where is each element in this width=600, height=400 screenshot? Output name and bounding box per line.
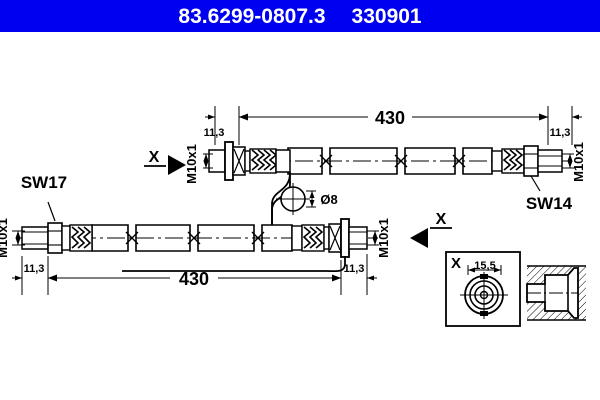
part-number-label: 83.6299-0807.3 xyxy=(178,4,326,28)
lower-left-crimp xyxy=(69,224,93,252)
upper-left-thread-text: M10x1 xyxy=(184,144,199,184)
lower-right-crimp xyxy=(301,224,325,252)
lower-right-fitting: M10x1 xyxy=(291,218,391,258)
upper-left-thread-callout: M10x1 xyxy=(184,144,199,184)
upper-right-thread-text: M10x1 xyxy=(571,142,586,182)
upper-right-crimp xyxy=(501,148,525,174)
connecting-bracket xyxy=(271,172,291,218)
lower-length-text: 430 xyxy=(179,269,209,289)
technical-drawing-canvas: 430 11,3 11,3 xyxy=(0,32,600,400)
cross-section-detail xyxy=(526,265,586,321)
lower-section-marker-right: X xyxy=(410,211,452,248)
drawing-svg: 430 11,3 11,3 xyxy=(0,106,586,327)
lower-length-dimension: 430 11,3 11,3 xyxy=(12,254,377,295)
lower-hose-body xyxy=(20,224,378,252)
lower-left-offset-text: 11,3 xyxy=(24,263,45,275)
lower-left-wrench-text: SW17 xyxy=(21,173,67,192)
upper-right-wrench-text: SW14 xyxy=(526,194,573,213)
upper-right-fitting: M10x1 SW14 xyxy=(491,142,586,213)
lower-support-strap xyxy=(122,256,346,273)
bracket-hole-detail: Ø8 xyxy=(276,183,338,215)
upper-right-offset-text: 11,3 xyxy=(550,127,571,139)
lower-right-thread-text: M10x1 xyxy=(376,218,391,258)
drawing-number-label: 330901 xyxy=(351,4,422,28)
detail-view-x: X 15,5 xyxy=(445,251,521,327)
lower-right-offset-text: 11,3 xyxy=(344,263,365,275)
lower-left-thread-text: M10x1 xyxy=(0,218,10,258)
lower-section-x-text: X xyxy=(436,211,447,228)
upper-left-crimp xyxy=(249,148,278,174)
upper-left-offset-text: 11,3 xyxy=(204,127,225,139)
bracket-strap xyxy=(271,172,291,225)
upper-section-marker-left: X xyxy=(144,149,186,175)
upper-length-text: 430 xyxy=(375,108,405,128)
lower-left-fitting: M10x1 SW17 xyxy=(0,173,93,258)
hole-diameter-text: Ø8 xyxy=(320,192,337,207)
lower-hose-assembly: M10x1 SW17 xyxy=(0,173,452,295)
upper-length-dimension: 430 11,3 11,3 xyxy=(204,106,582,145)
upper-left-fitting xyxy=(203,141,291,181)
upper-hose-assembly: 430 11,3 11,3 xyxy=(144,106,586,213)
detail-view-x-label: X xyxy=(451,255,461,272)
title-bar: 83.6299-0807.3 330901 xyxy=(0,0,600,32)
detail-x-width-text: 15,5 xyxy=(474,260,495,272)
upper-section-x-text: X xyxy=(149,149,160,166)
